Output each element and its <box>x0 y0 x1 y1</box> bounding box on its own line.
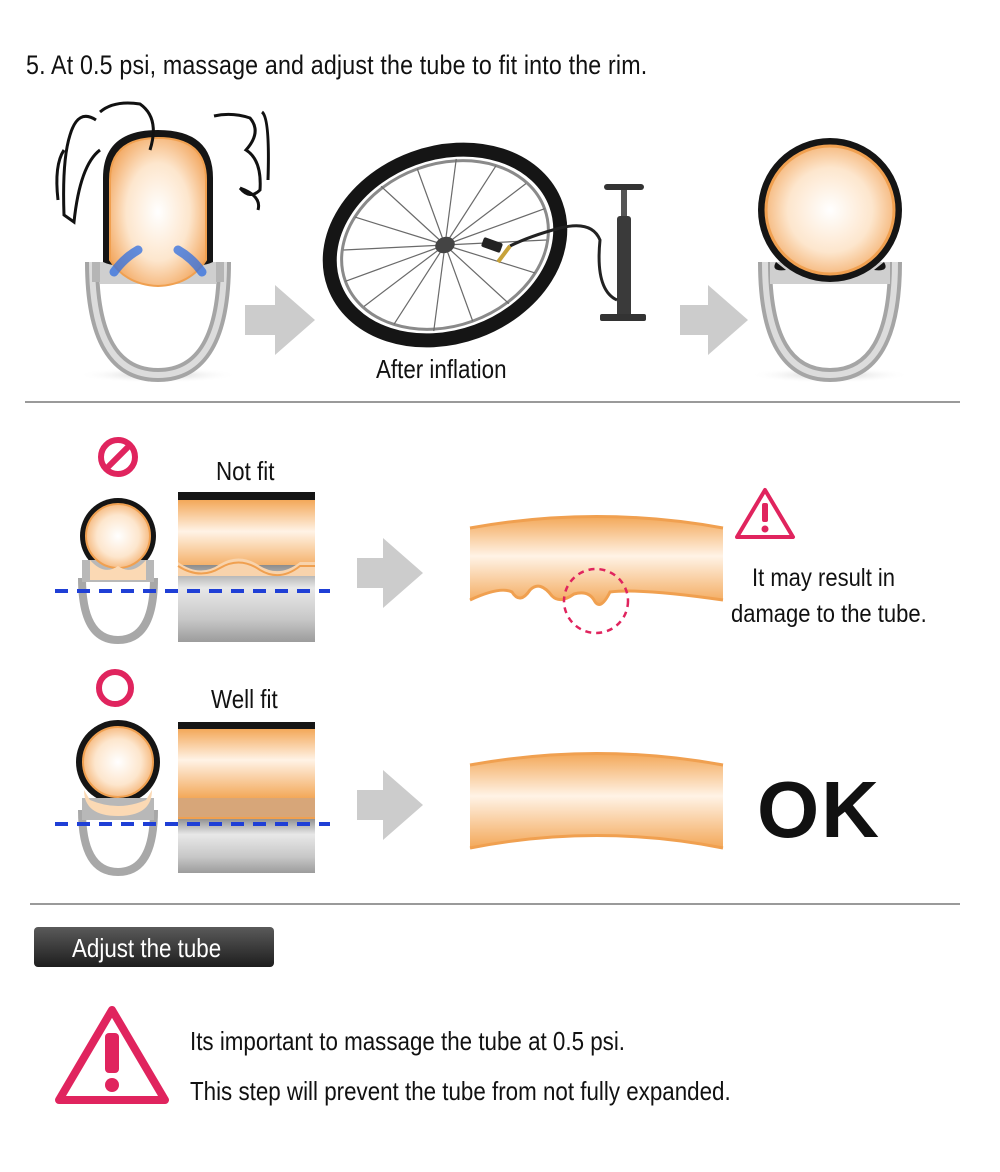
not-fit-cross-section <box>177 492 315 642</box>
not-fit-rim <box>78 498 158 645</box>
wheel-icon <box>322 142 568 348</box>
well-fit-label: Well fit <box>211 684 278 714</box>
good-tube-illustration <box>469 752 724 850</box>
warning-text-line-2: damage to the tube. <box>731 600 927 628</box>
adjust-tube-title: Adjust the tube <box>72 933 222 963</box>
warning-triangle-icon <box>735 488 795 539</box>
warning-text-line-1: It may result in <box>752 564 896 592</box>
damaged-tube-illustration <box>469 515 724 635</box>
step-heading: 5. At 0.5 psi, massage and adjust the tu… <box>26 50 648 80</box>
pump-icon <box>481 184 646 321</box>
rim-inflated-illustration <box>750 138 910 383</box>
prohibited-icon <box>98 437 138 477</box>
arrow-right-icon <box>680 285 748 355</box>
circle-ok-icon <box>96 669 134 707</box>
hand-icon <box>62 114 101 225</box>
not-fit-label: Not fit <box>216 456 275 486</box>
warning-triangle-icon <box>55 1006 169 1104</box>
arrow-right-icon <box>357 770 423 840</box>
note-line-1: Its important to massage the tube at 0.5… <box>190 1026 626 1056</box>
rim-massage-illustration <box>55 101 270 383</box>
well-fit-rim <box>76 720 160 877</box>
note-line-2: This step will prevent the tube from not… <box>190 1076 731 1106</box>
divider <box>30 903 960 905</box>
arrow-right-icon <box>357 538 423 608</box>
adjust-tube-badge: Adjust the tube <box>34 927 274 967</box>
ok-result: OK <box>757 765 881 854</box>
arrow-right-icon <box>245 285 315 355</box>
after-inflation-caption: After inflation <box>376 354 507 384</box>
well-fit-cross-section <box>178 722 315 873</box>
divider <box>25 401 960 403</box>
